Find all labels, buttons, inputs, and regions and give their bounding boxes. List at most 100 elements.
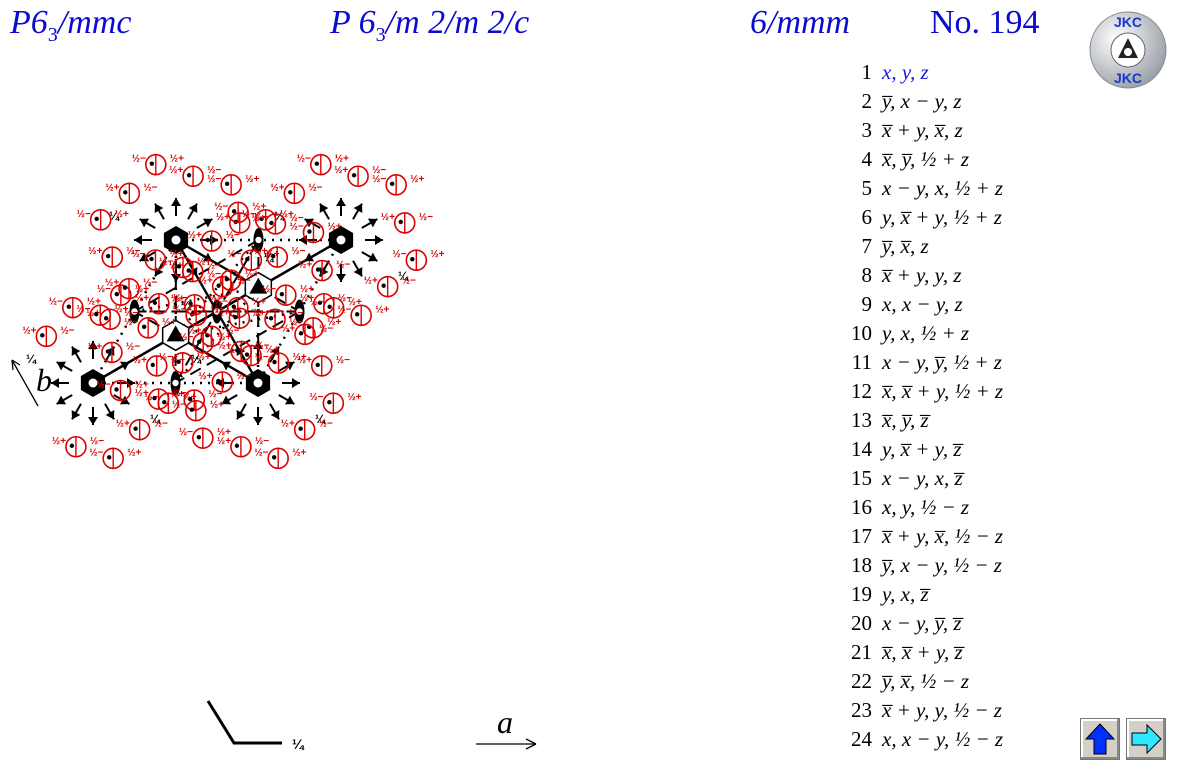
height-label: ½−: [291, 246, 305, 257]
nav-up-button[interactable]: [1080, 718, 1120, 760]
position-number: 20: [851, 611, 872, 635]
height-label: ½−: [97, 284, 111, 295]
height-label: ½−: [60, 325, 74, 336]
position-coordinates: x̅ + y, y, ½ − z: [882, 698, 1002, 722]
comma-dot: [123, 190, 128, 195]
height-label: ½−: [226, 230, 240, 241]
height-label: ½+: [252, 201, 266, 212]
twofold-axis-arrow: [134, 235, 142, 245]
comma-dot: [317, 300, 323, 305]
comma-dot: [162, 399, 167, 405]
height-label: ½−: [132, 154, 146, 165]
position-number: 7: [861, 234, 873, 258]
height-label: ½−: [159, 256, 173, 267]
comma-dot: [114, 291, 120, 297]
height-label: ½−: [255, 352, 269, 363]
height-label: ½+: [22, 325, 36, 336]
height-label: ½−: [289, 213, 303, 224]
height-label: ½−: [227, 345, 241, 356]
height-label: ½+: [270, 182, 284, 193]
twofold-axis-arrow: [353, 266, 363, 277]
twofold-line: [174, 239, 260, 337]
comma-dot: [152, 395, 157, 401]
height-label: ½+: [135, 379, 149, 390]
twofold-axis-arrow: [139, 218, 150, 228]
comma-dot: [186, 268, 191, 273]
twofold-axis-arrow: [56, 395, 67, 405]
twofold-axis-arrow: [367, 252, 378, 262]
position-number: 16: [851, 495, 872, 519]
twofold-axis-arrow: [292, 378, 300, 388]
jkc-logo-icon[interactable]: JKC JKC: [1088, 10, 1168, 90]
height-label: ½−: [289, 222, 303, 233]
position-number: 2: [861, 89, 873, 113]
comma-dot: [315, 362, 320, 368]
height-label: ½−: [159, 352, 173, 363]
height-label: ½+: [52, 436, 66, 447]
position-coordinates: x̅ + y, x̅, z: [882, 118, 963, 142]
height-label: ¼: [150, 412, 161, 426]
height-label: ½+: [105, 182, 119, 193]
height-label: ½+: [188, 230, 202, 241]
height-label: ½+: [210, 304, 224, 315]
comma-dot: [40, 333, 45, 338]
nav-next-button[interactable]: [1126, 718, 1166, 760]
b-axis-arrow: [11, 359, 39, 407]
height-label: ½+: [253, 246, 267, 257]
height-label: ½−: [97, 379, 111, 390]
height-label: ½−: [242, 209, 256, 220]
comma-dot: [244, 352, 250, 357]
height-label: ½+: [281, 323, 295, 334]
comma-dot: [327, 304, 332, 310]
position-coordinates: x − y, x, ½ + z: [882, 176, 1004, 200]
height-label: ½−: [49, 297, 63, 308]
comma-dot: [94, 311, 99, 317]
position-number: 17: [851, 524, 872, 548]
height-label: ½−: [337, 304, 351, 315]
height-label: ½+: [334, 165, 348, 176]
height-label: ½+: [197, 352, 211, 363]
twofold-axis-arrow: [253, 417, 263, 425]
twofold-axis-arrow: [202, 218, 213, 228]
height-label: ½−: [179, 332, 193, 343]
height-label: ¼: [26, 352, 37, 366]
height-label: ½+: [347, 392, 361, 403]
position-number: 23: [851, 698, 872, 722]
threefold-axis: [249, 277, 268, 294]
cell-lines: [91, 238, 343, 385]
position-coordinates: y̅, x − y, z: [882, 89, 962, 113]
space-group-number: No. 194: [930, 4, 1040, 41]
position-row: 17 x̅ + y, x̅, ½ − z: [838, 522, 1003, 551]
height-label: ½−: [126, 246, 140, 257]
height-label: ½+: [251, 308, 265, 319]
comma-dot: [231, 304, 237, 309]
height-label: ½−: [319, 323, 333, 334]
position-number: 24: [851, 727, 872, 751]
position-number: 12: [851, 379, 872, 403]
position-row: 5 x − y, x, ½ + z: [838, 174, 1004, 203]
glide-line: [174, 239, 177, 384]
position-number: 5: [861, 176, 873, 200]
height-label: ½+: [169, 261, 183, 272]
position-number: 13: [851, 408, 872, 432]
position-number: 21: [851, 640, 872, 664]
comma-dot: [216, 378, 221, 384]
position-coordinates: x − y, y̅, ½ + z: [882, 350, 1002, 374]
glide-line: [257, 239, 260, 384]
comma-dot: [149, 256, 154, 262]
position-coordinates: x, y, ½ − z: [882, 495, 970, 519]
position-coordinates: x̅, x̅ + y, z̅: [882, 640, 963, 664]
position-number: 10: [851, 321, 872, 345]
comma-dot: [196, 339, 202, 345]
height-label: ½+: [199, 276, 213, 287]
position-coordinates: x, x − y, ½ − z: [882, 727, 1004, 751]
height-label: ½−: [144, 392, 158, 403]
inversion-centre: [336, 235, 346, 245]
full-symbol: P 63/m 2/m 2/c: [330, 4, 530, 46]
position-coordinates: x̅ + y, x̅, ½ − z: [882, 524, 1004, 548]
height-label: ½−: [309, 392, 323, 403]
height-label: ½+: [169, 165, 183, 176]
